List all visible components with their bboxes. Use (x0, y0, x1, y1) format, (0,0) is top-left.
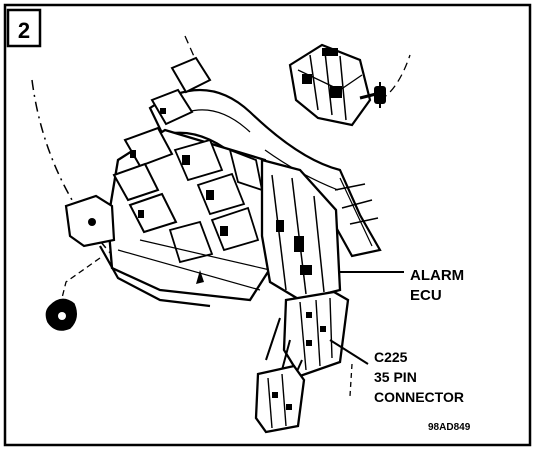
step-number: 2 (18, 18, 30, 43)
alarm-ecu-label-line1: ALARM (410, 267, 464, 284)
harness-plug (254, 364, 306, 434)
connector-label-line3: CONNECTOR (374, 389, 464, 405)
alarm-ecu-label-line2: ECU (410, 287, 442, 304)
connector-label-line1: C225 (374, 349, 408, 365)
mounting-bracket (64, 194, 211, 308)
reference-code: 98AD849 (428, 422, 471, 433)
c225-connector (282, 290, 350, 378)
cutaway-outline (31, 79, 113, 256)
alarm-ecu-callout: ALARM ECU (410, 267, 464, 304)
relay-block (106, 56, 284, 302)
alarm-ecu-module (260, 158, 342, 302)
upper-module (288, 43, 372, 127)
mounting-nut (45, 257, 101, 331)
connector-leader (329, 339, 369, 365)
step-number-box: 2 (6, 8, 42, 48)
mounting-bolt (359, 82, 386, 108)
connector-callout: C225 35 PIN CONNECTOR (374, 349, 464, 405)
connector-label-line2: 35 PIN (374, 369, 417, 385)
